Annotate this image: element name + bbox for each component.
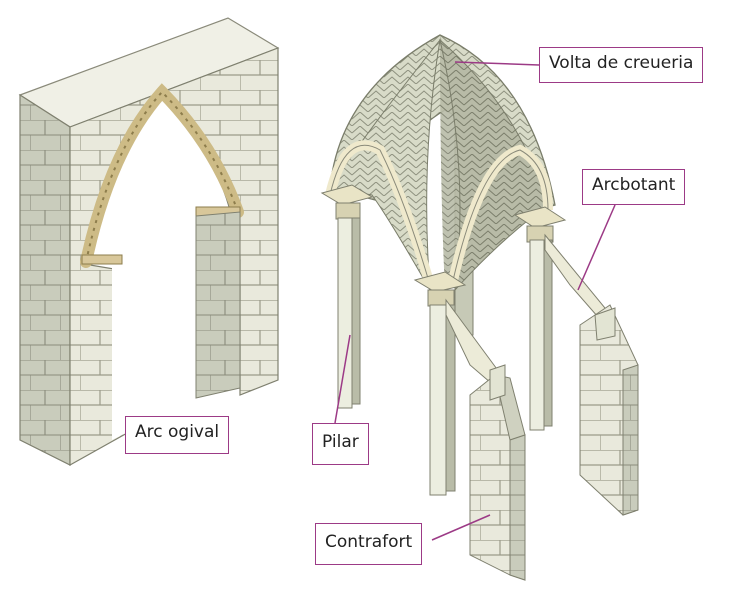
pillar-left xyxy=(337,217,361,409)
buttress-right xyxy=(579,304,639,516)
capital-center-block xyxy=(427,289,455,307)
rib-arch-left-edge xyxy=(329,144,431,286)
flying-buttress-right xyxy=(544,233,606,327)
pillar-right xyxy=(529,239,553,431)
rib-arch-right-edge xyxy=(451,149,549,286)
arc-ogival-wall xyxy=(18,17,280,467)
capital-center xyxy=(413,271,467,293)
jamb-side xyxy=(195,211,241,399)
pillar-center xyxy=(429,304,456,496)
capital-left xyxy=(320,184,374,206)
leader-lines xyxy=(334,61,616,541)
label-pilar: Pilar xyxy=(312,423,369,465)
capital-left-block xyxy=(335,202,361,220)
label-arc-ogival: Arc ogival xyxy=(125,416,230,454)
label-contrafort: Contrafort xyxy=(315,523,423,565)
label-volta-de-creueria: Volta de creueria xyxy=(539,47,704,83)
leader-pilar xyxy=(334,334,351,424)
wall-side xyxy=(19,93,71,466)
impost-left xyxy=(81,254,123,265)
buttress-center xyxy=(469,364,526,581)
label-arcbotant: Arcbotant xyxy=(582,169,686,205)
capital-right xyxy=(513,206,567,229)
leader-volta xyxy=(454,61,540,66)
arch-opening xyxy=(95,103,228,440)
arch-molding xyxy=(80,83,244,268)
vault-structure xyxy=(320,34,639,581)
leader-arcbotant xyxy=(577,204,616,291)
leader-contrafort xyxy=(431,514,491,541)
